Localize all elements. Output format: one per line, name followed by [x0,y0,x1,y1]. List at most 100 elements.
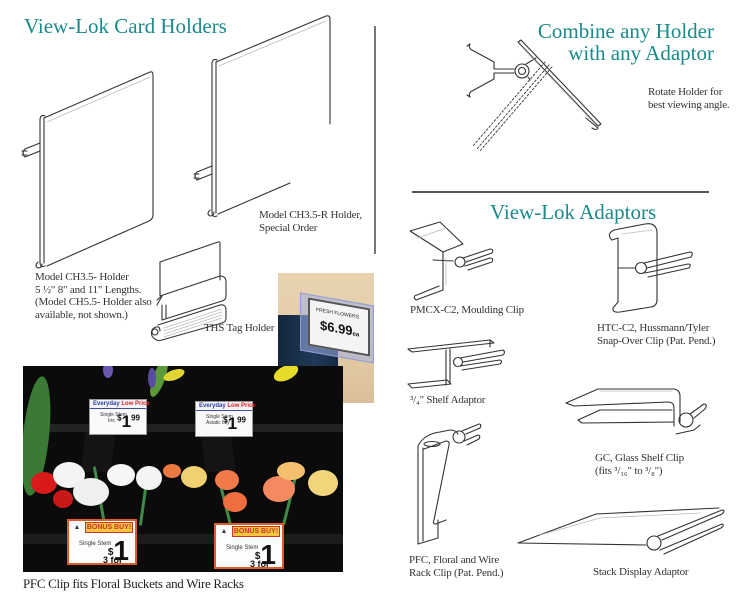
bonus-card: ▲ BONUS BUY! Single Stem 3 for $1 [214,523,284,569]
price-card-price: $199 [117,412,140,432]
rack-shelf [23,424,343,432]
rack-shelf [23,534,343,544]
price-symbol: $ [117,413,122,423]
floral-photo-caption: PFC Clip fits Floral Buckets and Wire Ra… [23,576,244,591]
price-value: 1 [113,535,129,566]
caption-line: Snap-Over Clip (Pat. Pend.) [597,334,716,347]
orange-carnation [223,492,247,512]
heading-combine-line1: Combine any Holder [537,19,714,43]
white-carnation [136,466,162,490]
caption-ths: THS Tag Holder [204,322,275,334]
caption-line: (fits ³/₁₆" to ³/₈") [595,464,663,477]
caption-line: (Model CH5.5- Holder also [35,296,152,308]
caption-line: Rack Clip (Pat. Pend.) [409,566,504,579]
price-cents: 99 [237,415,246,425]
brand-everyday: Everyday [199,403,226,409]
rotate-note: Rotate Holder for best viewing angle. [648,86,730,111]
price-cents: 99 [131,413,140,423]
brand-low-price: Low Price [121,401,150,407]
price-card-band: Everyday Low Price [90,400,150,409]
brand-everyday: Everyday [93,401,120,407]
iris [103,366,113,378]
bonus-price: $1 [108,537,129,565]
yellow-carnation [181,466,207,488]
heading-combine-line2: with any Adaptor [568,41,714,65]
bonus-price: $1 [255,541,276,569]
desc-line: Iris [108,418,115,424]
store-logo-icon: ▲ [73,523,81,531]
desc-line: Asiatic Lily [206,420,230,426]
caption-line: Model CH3.5-R Holder, [259,209,362,221]
orange-carnation [215,470,239,490]
yellow-carnation [277,462,305,480]
caption-shelf-adaptor: ³/₄" Shelf Adaptor [410,394,486,406]
price-symbol: $ [107,547,114,558]
horizontal-divider [412,191,709,193]
yellow-carnation [308,470,338,496]
caption-line: GC, Glass Shelf Clip [595,452,684,464]
price-value: 1 [260,539,276,570]
yellow-lily [271,366,301,385]
caption-pmcx: PMCX-C2, Moulding Clip [410,304,524,316]
rotate-note-line2: best viewing angle. [648,98,730,111]
desc-line: Single Stem [100,412,127,418]
vertical-divider [374,26,376,254]
caption-htc: HTC-C2, Hussmann/Tyler Snap-Over Clip (P… [597,322,716,347]
caption-line: Model CH3.5- Holder [35,271,129,283]
salmon-carnation [263,476,295,502]
desc-line: Single Stem [206,414,233,420]
price-card-price: $199 [223,414,246,434]
store-logo-icon: ▲ [220,527,228,535]
orange-carnation [163,464,181,478]
bonus-banner: BONUS BUY! [232,526,280,537]
price-symbol: $ [223,415,228,425]
caption-ch35: Model CH3.5- Holder 5 ½" 8" and 11" Leng… [35,271,152,321]
bucket [200,432,236,472]
tag-price-value: $6.99 [320,317,353,339]
caption-line: 5 ½" 8" and 11" Lengths. [35,283,142,296]
price-value: 1 [227,414,238,433]
bonus-card: ▲ BONUS BUY! Single Stem 3 for $1 [67,519,137,565]
bonus-desc: Single Stem [79,541,112,547]
heading-combine: Combine any Holder with any Adaptor [538,20,714,64]
caption-line: Special Order [259,221,318,234]
bonus-desc: Single Stem [226,545,259,551]
bonus-banner: BONUS BUY! [85,522,133,533]
price-card-band: Everyday Low Price [196,402,256,411]
bonus-qty: 3 for [250,559,270,569]
price-value: 1 [121,412,132,431]
bonus-qty: 3 for [103,555,123,565]
caption-stack: Stack Display Adaptor [593,566,689,578]
caption-line: HTC-C2, Hussmann/Tyler [597,322,710,334]
red-carnation [31,472,57,494]
caption-line: PFC, Floral and Wire [409,554,500,566]
iris [148,368,156,388]
red-carnation [53,490,73,508]
caption-pfc: PFC, Floral and Wire Rack Clip (Pat. Pen… [409,554,503,579]
brand-low-price: Low Price [227,403,256,409]
rotate-note-line1: Rotate Holder for [648,86,723,98]
heading-adaptors: View-Lok Adaptors [490,200,657,224]
tag-price: $6.99ea [320,318,359,340]
white-carnation [107,464,135,486]
white-carnation [73,478,109,506]
caption-gc: GC, Glass Shelf Clip (fits ³/₁₆" to ³/₈"… [595,452,684,477]
caption-ch35r: Model CH3.5-R Holder, Special Order [259,209,362,234]
tag-price-unit: ea [352,331,360,339]
caption-line: available, not shown.) [35,308,128,321]
heading-card-holders: View-Lok Card Holders [24,14,227,38]
